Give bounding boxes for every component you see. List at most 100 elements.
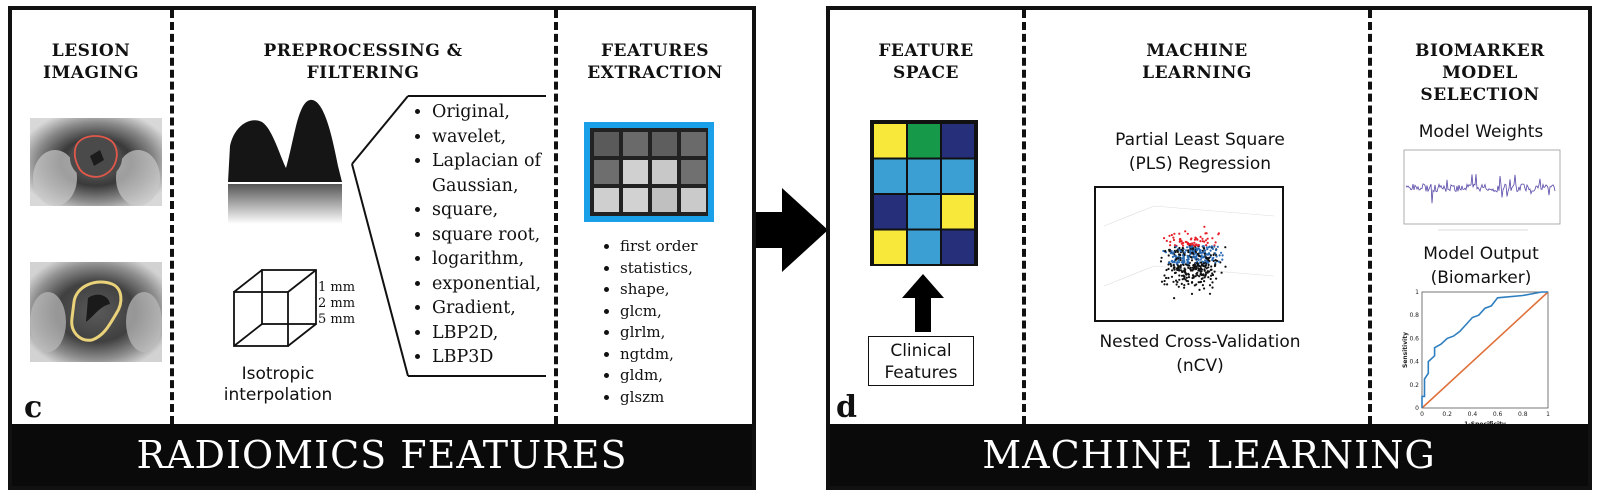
filter-item: LBP3D: [432, 345, 541, 370]
matrix-cell: [594, 132, 619, 156]
scatter-point: [1214, 241, 1217, 244]
scatter-point: [1216, 245, 1219, 248]
scatter-point: [1218, 254, 1221, 257]
roc-ytick: 1: [1415, 289, 1419, 296]
feature-class-item: ngtdm,: [620, 344, 698, 366]
feature-grid-cell: [908, 195, 940, 229]
feature-space-grid: [870, 120, 978, 266]
interpolation-label: Isotropic interpolation: [208, 364, 348, 406]
roc-ytick: 0.4: [1409, 359, 1419, 366]
scatter-point: [1203, 280, 1206, 283]
pls-scatter-plot: [1094, 186, 1284, 322]
header-line: LESION: [51, 41, 131, 61]
scatter-point: [1221, 258, 1224, 261]
scatter-point: [1178, 238, 1181, 241]
label-line: Model Output: [1423, 244, 1539, 264]
scatter-point: [1191, 281, 1194, 284]
scatter-point: [1190, 237, 1193, 240]
feature-grid-cell: [942, 195, 974, 229]
scatter-point: [1171, 255, 1174, 258]
scatter-point: [1179, 250, 1182, 253]
scatter-point: [1220, 271, 1223, 274]
feature-grid-cell: [908, 230, 940, 264]
scatter-point: [1206, 257, 1209, 261]
voxel-sizes: 1 mm 2 mm 5 mm: [318, 280, 355, 328]
biomarker-header: BIOMARKER MODEL SELECTION: [1372, 40, 1588, 106]
scatter-point: [1205, 256, 1208, 259]
scatter-point: [1182, 263, 1185, 267]
feature-grid-cell: [874, 230, 906, 264]
model-output-title: Model Output (Biomarker): [1376, 242, 1586, 290]
scatter-point: [1176, 264, 1179, 267]
scatter-point: [1191, 251, 1194, 254]
scatter-point: [1215, 277, 1218, 280]
scatter-point: [1191, 274, 1195, 277]
scatter-point: [1182, 259, 1185, 262]
scatter-point: [1185, 241, 1188, 244]
roc-xtick: 0.4: [1468, 411, 1478, 418]
feature-class-list: first order statistics, shape, glcm, glr…: [598, 236, 698, 408]
scatter-point: [1159, 260, 1163, 263]
scatter-point: [1172, 264, 1175, 267]
scatter-point: [1191, 242, 1194, 245]
scatter-point: [1199, 258, 1202, 261]
scatter-point: [1169, 252, 1172, 255]
scatter-point: [1187, 250, 1190, 254]
mri-image-2: [30, 262, 162, 362]
feature-grid-cell: [908, 124, 940, 158]
scatter-point: [1189, 249, 1192, 252]
scatter-point: [1187, 282, 1190, 286]
scatter-point: [1169, 244, 1172, 247]
scatter-point: [1199, 235, 1202, 238]
scatter-point: [1192, 249, 1195, 252]
divider-1: [170, 10, 174, 424]
scatter-point: [1203, 269, 1206, 272]
scatter-point: [1196, 274, 1199, 277]
feature-grid-cell: [908, 159, 940, 193]
scatter-point: [1211, 237, 1214, 240]
filter-item: Gaussian,: [432, 175, 519, 196]
machine-learning-header: MACHINE LEARNING: [1026, 40, 1368, 84]
scatter-point: [1178, 278, 1181, 281]
scatter-point: [1197, 281, 1200, 284]
header-line: PREPROCESSING &: [263, 41, 463, 61]
scatter-point: [1181, 246, 1184, 250]
label-line: Features: [884, 363, 958, 383]
scatter-point: [1163, 237, 1166, 240]
divider-3: [1022, 10, 1026, 424]
scatter-point: [1197, 258, 1200, 262]
scatter-point: [1190, 269, 1193, 272]
scatter-point: [1167, 254, 1170, 257]
scatter-point: [1178, 232, 1181, 235]
scatter-point: [1204, 239, 1208, 242]
scatter-point: [1184, 272, 1187, 275]
scatter-point: [1201, 284, 1204, 287]
matrix-cell: [594, 160, 619, 184]
scatter-point: [1192, 264, 1195, 267]
scatter-point: [1203, 240, 1206, 243]
scatter-point: [1174, 271, 1177, 274]
cube-icon: [233, 269, 317, 347]
scatter-point: [1201, 237, 1204, 240]
scatter-point: [1210, 265, 1213, 268]
filter-item: LBP2D,: [432, 321, 541, 346]
pls-label: Partial Least Square (PLS) Regression: [1040, 128, 1360, 176]
scatter-point: [1193, 244, 1196, 247]
scatter-point: [1194, 237, 1198, 240]
clinical-features-box: Clinical Features: [868, 336, 974, 386]
scatter-point: [1171, 269, 1174, 272]
voxel-size: 2 mm: [318, 296, 356, 311]
scatter-point: [1203, 252, 1206, 255]
ml-footer: MACHINE LEARNING: [830, 424, 1588, 486]
scatter-point: [1224, 246, 1227, 249]
scatter-point: [1203, 276, 1206, 279]
scatter-point: [1211, 272, 1214, 275]
scatter-point: [1200, 270, 1203, 273]
scatter-point: [1191, 255, 1194, 258]
scatter-point: [1205, 267, 1208, 270]
ml-panel: FEATURE SPACE MACHINE LEARNING BIOMARKER…: [826, 6, 1592, 490]
scatter-point: [1202, 247, 1206, 250]
scatter-point: [1190, 292, 1194, 295]
header-line: SELECTION: [1420, 85, 1540, 105]
header-line: IMAGING: [43, 63, 139, 83]
